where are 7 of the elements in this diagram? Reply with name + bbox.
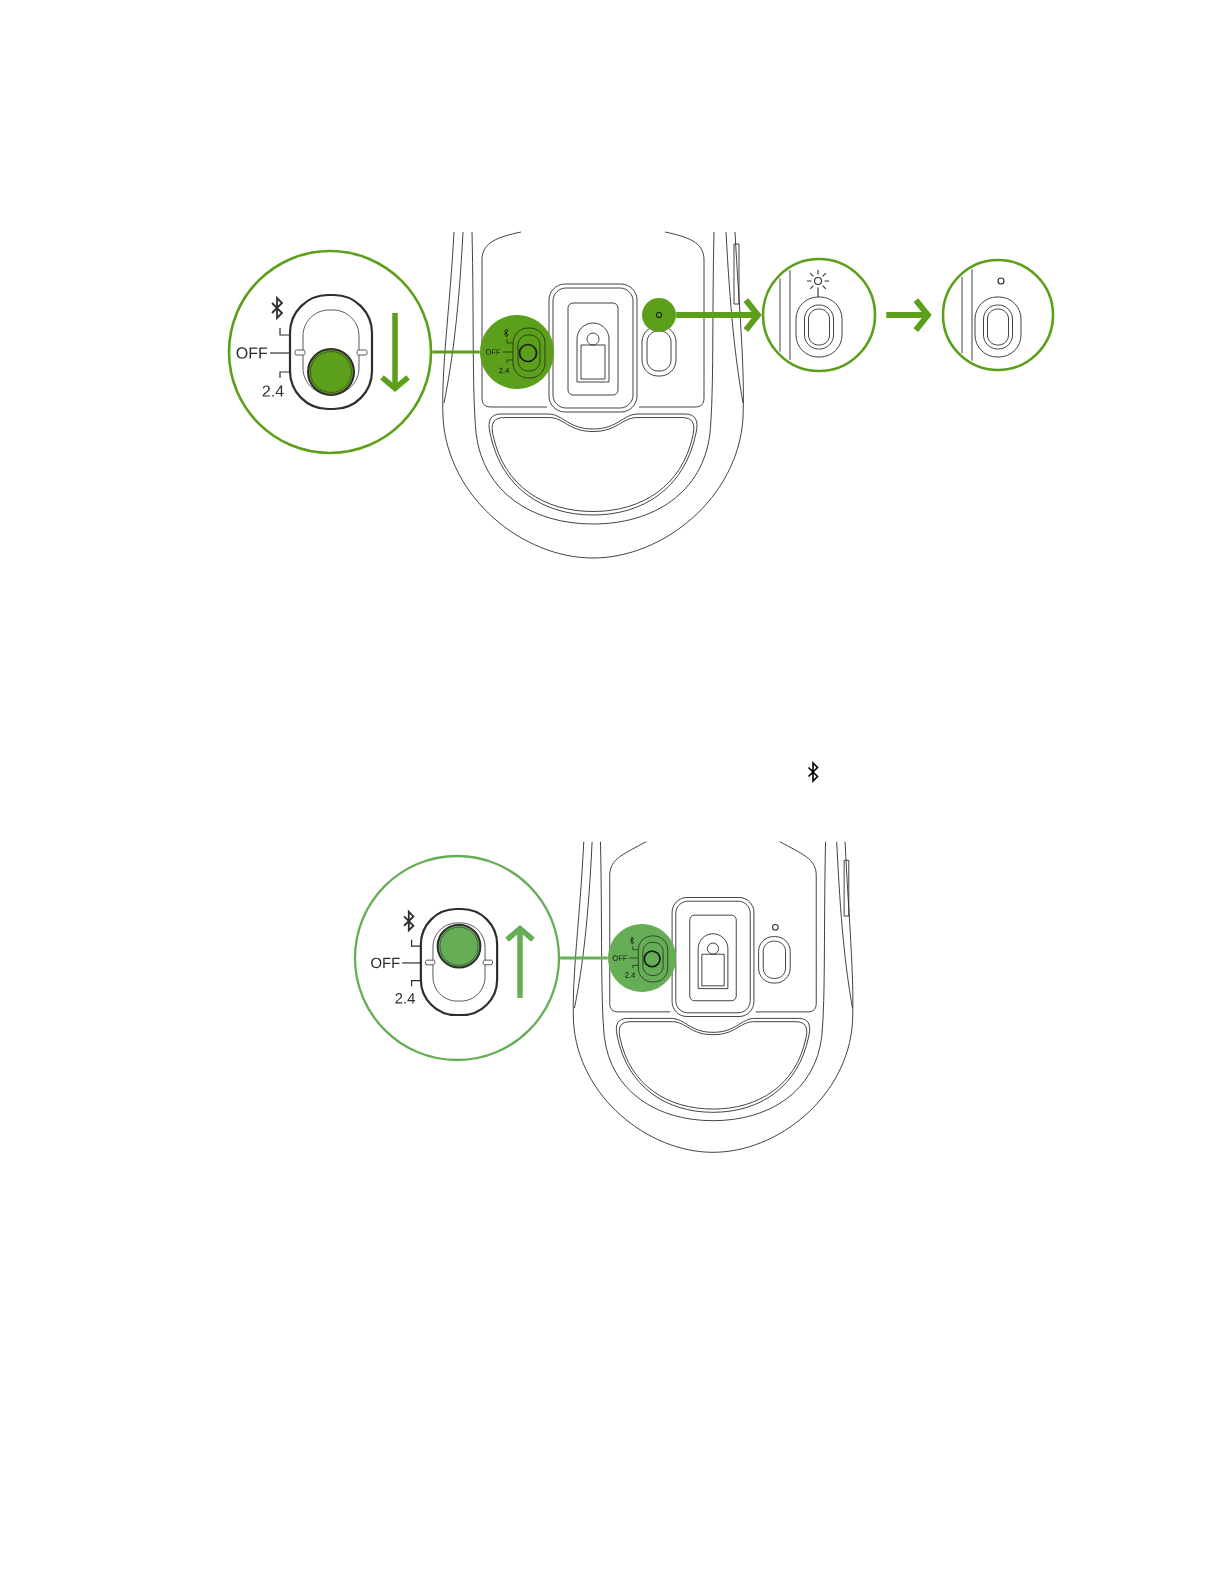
switch-label: 2.4	[395, 993, 415, 1004]
leader-line	[432, 350, 480, 354]
leader-line	[560, 956, 608, 960]
switch-label: 2.4	[262, 385, 284, 397]
switch-label: OFF	[371, 957, 400, 969]
switch-label: OFF	[236, 347, 268, 359]
arrow	[676, 298, 762, 332]
